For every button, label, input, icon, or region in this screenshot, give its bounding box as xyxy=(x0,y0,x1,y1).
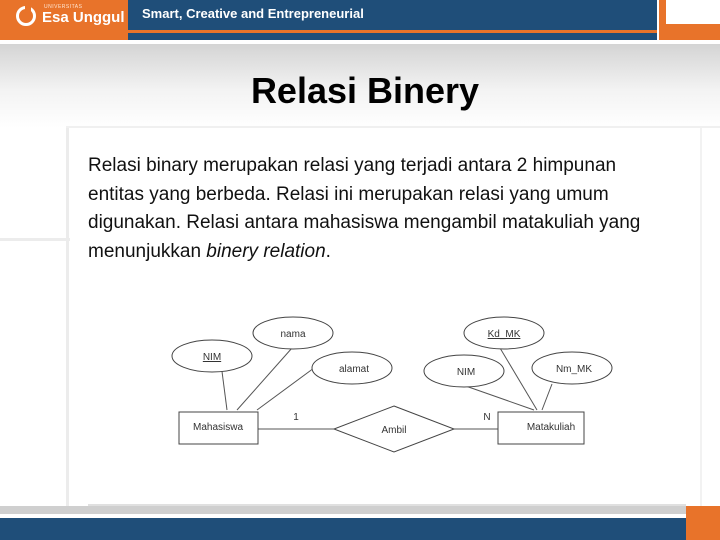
line-nama-mahasiswa xyxy=(236,347,293,411)
footer-gray-band xyxy=(0,506,720,514)
entity-mahasiswa-label: Mahasiswa xyxy=(193,422,243,433)
attr-nama-ellipse xyxy=(252,316,334,350)
header-right-inset xyxy=(666,0,720,24)
footer-blue-band xyxy=(0,518,720,540)
logo-emblem-icon xyxy=(16,6,36,26)
attr-nmmk-label: Nm_MK xyxy=(556,364,592,375)
line-nmmk-matakuliah xyxy=(541,383,553,411)
body-text-end: . xyxy=(325,240,331,262)
slide-body-text: Relasi binary merupakan relasi yang terj… xyxy=(88,152,648,266)
footer-thin-line xyxy=(88,504,686,506)
university-logo: UNIVERSITAS Esa Unggul xyxy=(0,0,128,40)
frame-right-line xyxy=(700,128,702,508)
cardinality-right-label: N xyxy=(483,412,490,423)
line-nim2-matakuliah xyxy=(459,383,535,411)
logo-text: Esa Unggul xyxy=(42,9,125,26)
slide-title: Relasi Binery xyxy=(250,70,480,111)
title-band xyxy=(0,44,720,128)
attr-alamat-label: alamat xyxy=(339,364,369,375)
logo-subtext: UNIVERSITAS xyxy=(44,4,83,10)
line-alamat-mahasiswa xyxy=(256,367,315,411)
frame-top-line xyxy=(66,126,720,128)
attr-nim-label: NIM xyxy=(203,352,221,363)
body-text-plain: Relasi binary merupakan relasi yang terj… xyxy=(88,155,641,262)
header-tagline: Smart, Creative and Entrepreneurial xyxy=(142,6,364,21)
attr-nim2-label: NIM xyxy=(457,367,475,378)
attr-nim2-ellipse xyxy=(423,354,505,388)
attr-nim-ellipse xyxy=(171,339,253,373)
attr-kdmk-label: Kd_MK xyxy=(488,329,521,340)
er-diagram: nama NIM alamat Kd_MK NIM Nm_MK Mahasisw… xyxy=(171,316,613,453)
entity-matakuliah-label: Matakuliah xyxy=(527,422,575,433)
line-kdmk-matakuliah xyxy=(499,347,538,411)
attr-kdmk-ellipse xyxy=(463,316,545,350)
relationship-ambil-label: Ambil xyxy=(381,425,406,436)
entity-mahasiswa-box xyxy=(178,411,259,445)
entity-matakuliah-box xyxy=(497,411,585,445)
attr-nama-label: nama xyxy=(280,329,305,340)
frame-left-line xyxy=(66,128,69,508)
relationship-ambil-diamond xyxy=(332,405,456,453)
cardinality-left-label: 1 xyxy=(293,412,299,423)
footer-white-gap xyxy=(0,514,720,518)
footer-orange-block xyxy=(686,506,720,540)
attr-alamat-ellipse xyxy=(311,351,393,385)
frame-side-tick xyxy=(0,238,70,241)
header-accent-line xyxy=(128,30,658,33)
body-text-italic: binery relation xyxy=(206,240,326,262)
attr-nmmk-ellipse xyxy=(531,351,613,385)
